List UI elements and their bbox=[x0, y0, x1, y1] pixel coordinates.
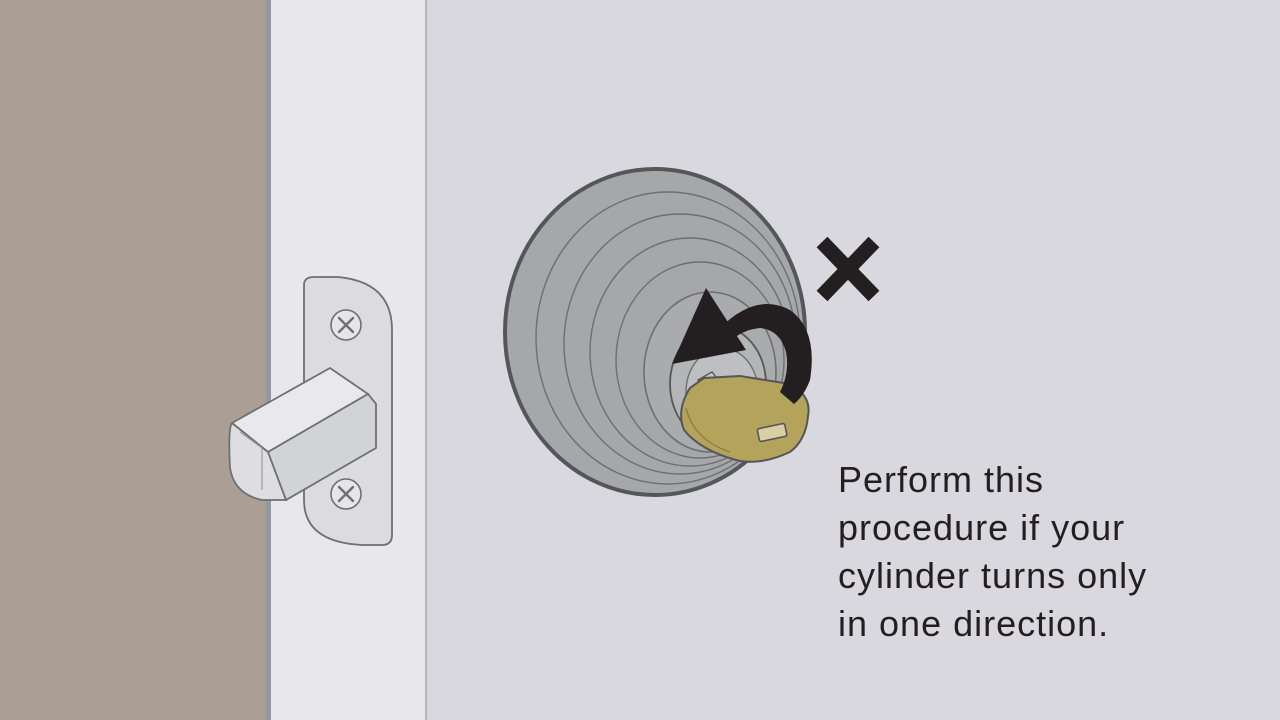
instruction-caption: Perform this procedure if your cylinder … bbox=[838, 456, 1258, 648]
door-edge-shadow bbox=[266, 0, 271, 720]
caption-line: Perform this bbox=[838, 459, 1045, 500]
curved-arrow-counterclockwise-icon bbox=[672, 288, 812, 404]
x-mark-icon bbox=[816, 236, 880, 302]
door-edge bbox=[0, 0, 266, 720]
caption-line: in one direction. bbox=[838, 603, 1110, 644]
latch-bolt bbox=[228, 366, 377, 501]
caption-line: cylinder turns only bbox=[838, 555, 1148, 596]
caption-line: procedure if your bbox=[838, 507, 1126, 548]
screw-icon bbox=[330, 478, 362, 510]
key-icon bbox=[680, 371, 810, 463]
screw-icon bbox=[330, 309, 362, 341]
